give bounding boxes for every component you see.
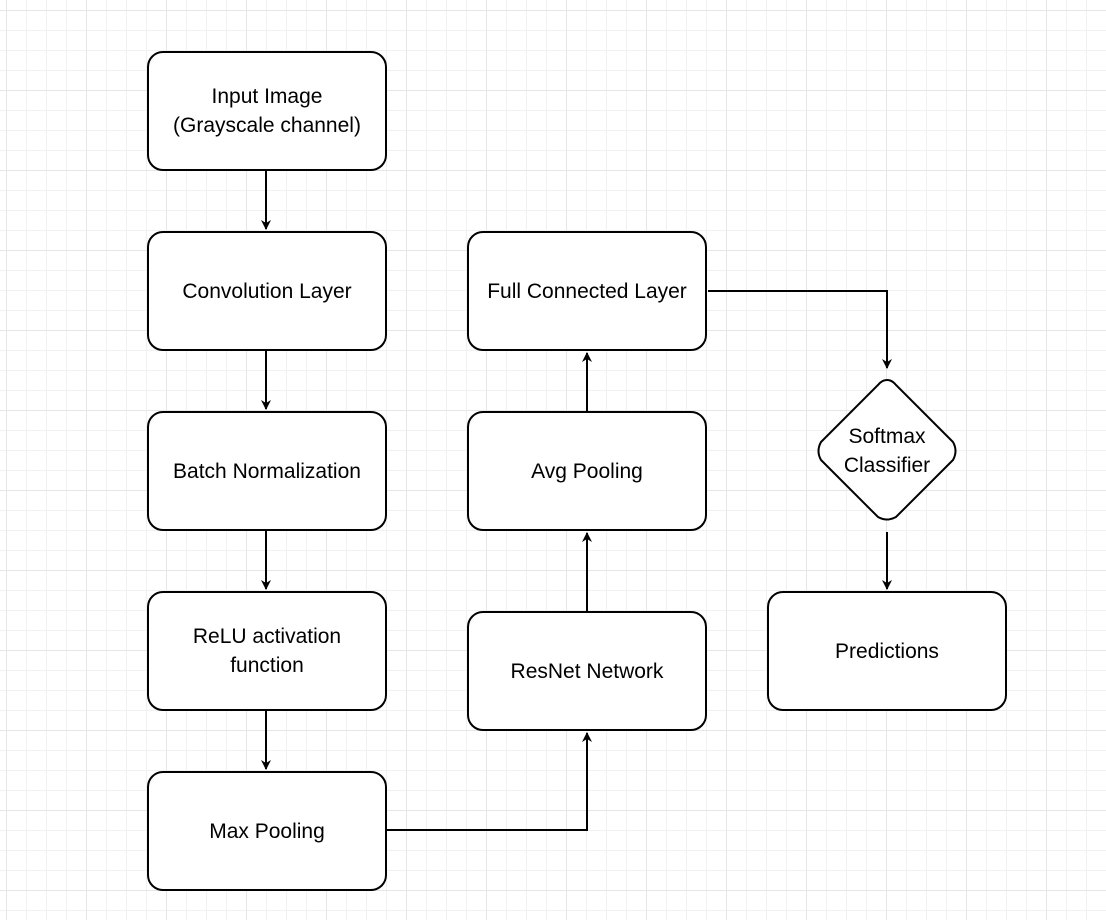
softmax-classifier-node[interactable]: Softmax Classifier: [812, 376, 962, 526]
full-connected-layer-label: Full Connected Layer: [487, 279, 687, 303]
convolution-layer-node[interactable]: Convolution Layer: [147, 231, 387, 351]
avg-pooling-node[interactable]: Avg Pooling: [467, 411, 707, 531]
batch-normalization-node[interactable]: Batch Normalization: [147, 411, 387, 531]
max-pooling-label: Max Pooling: [209, 819, 325, 843]
avg-pooling-label: Avg Pooling: [531, 459, 643, 483]
softmax-diamond-shape: [817, 378, 957, 521]
edge-maxpooling-to-resnet: [387, 732, 592, 831]
relu-activation-node[interactable]: ReLU activation function: [147, 591, 387, 711]
resnet-network-node[interactable]: ResNet Network: [467, 611, 707, 731]
softmax-classifier-label: Softmax Classifier: [843, 425, 931, 477]
convolution-layer-label: Convolution Layer: [182, 279, 352, 303]
batch-normalization-label: Batch Normalization: [173, 459, 361, 483]
edge-fullconnected-to-softmax: [708, 290, 892, 369]
relu-activation-label: ReLU activation function: [192, 625, 342, 677]
resnet-network-label: ResNet Network: [510, 659, 664, 683]
max-pooling-node[interactable]: Max Pooling: [147, 771, 387, 891]
input-image-node[interactable]: Input Image (Grayscale channel): [147, 51, 387, 171]
predictions-label: Predictions: [835, 639, 939, 663]
input-image-label: Input Image (Grayscale channel): [173, 85, 361, 137]
predictions-node[interactable]: Predictions: [767, 591, 1007, 711]
full-connected-layer-node[interactable]: Full Connected Layer: [467, 231, 707, 351]
